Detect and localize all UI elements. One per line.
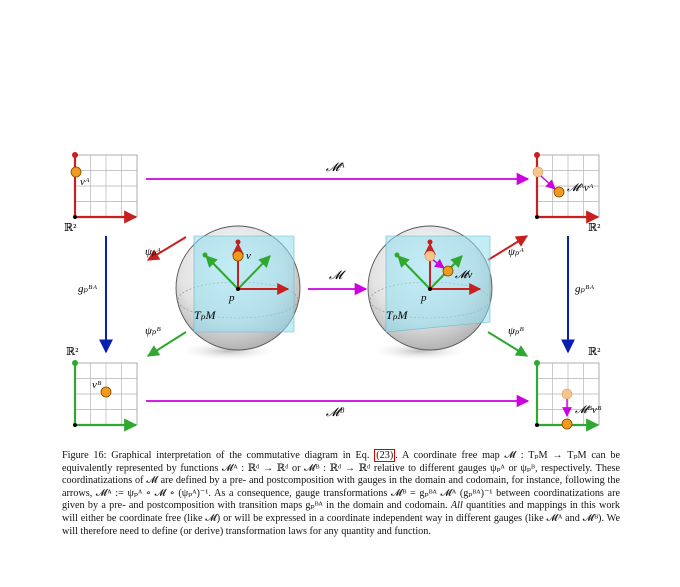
caption-emphasis: All xyxy=(450,500,463,512)
mapped-vector-point xyxy=(561,418,573,430)
equation-reference-link[interactable]: (23) xyxy=(374,449,396,462)
gauge-a-left-label: ψₚᴬ xyxy=(145,246,161,258)
mapped-vector-a-label: 𝓜ᴬvᴬ xyxy=(567,182,594,194)
commutative-diagram-figure: vᴬ ℝ² 𝓜ᴬvᴬ ℝ² vᴮ ℝ² xyxy=(64,152,602,432)
tangent-space-label: TₚM xyxy=(194,308,216,322)
grid-bottom-right: 𝓜ᴮvᴮ ℝ² xyxy=(534,346,602,432)
bottom-map-label: 𝓜ᴮ xyxy=(326,405,344,419)
mapped-vector-b-label: 𝓜ᴮvᴮ xyxy=(575,404,602,416)
tangent-space-label: TₚM xyxy=(386,308,408,322)
grid-bottom-left: vᴮ ℝ² xyxy=(66,346,138,432)
sphere-right: p 𝓜v TₚM xyxy=(367,225,493,361)
gauge-a-left-arrow xyxy=(146,236,187,261)
mapped-vector-label: 𝓜v xyxy=(455,269,472,281)
grid-top-left: vᴬ ℝ² xyxy=(64,152,138,234)
gauge-b-right-arrow xyxy=(487,331,529,357)
r2-label: ℝ² xyxy=(64,222,77,234)
gauge-b-left-arrow xyxy=(146,331,187,357)
vector-point xyxy=(100,386,112,398)
gauge-b-right-label: ψₚᴮ xyxy=(508,325,524,337)
gauge-a-right-arrow xyxy=(487,235,529,261)
gauge-a-right-label: ψₚᴬ xyxy=(508,246,524,258)
r2-label: ℝ² xyxy=(588,346,601,358)
figure-caption: Figure 16: Graphical interpretation of t… xyxy=(62,449,620,538)
middle-map-label: 𝓜 xyxy=(329,268,346,282)
vector-a-label: vᴬ xyxy=(80,176,90,188)
left-transition-label: gₚᴮᴬ xyxy=(78,283,98,295)
point-p-label: p xyxy=(420,292,427,304)
gauge-b-left-label: ψₚᴮ xyxy=(145,325,161,337)
r2-label: ℝ² xyxy=(66,346,79,358)
sphere-left: p v TₚM xyxy=(175,225,301,361)
r2-label: ℝ² xyxy=(588,222,601,234)
mapped-vector-point xyxy=(553,186,565,198)
vector-point xyxy=(70,166,82,178)
top-map-label: 𝓜ᴬ xyxy=(326,160,344,174)
point-p-label: p xyxy=(228,292,235,304)
right-transition-label: gₚᴮᴬ xyxy=(575,283,595,295)
vector-b-label: vᴮ xyxy=(92,379,102,391)
grid-top-right: 𝓜ᴬvᴬ ℝ² xyxy=(532,152,601,234)
vector-v-label: v xyxy=(246,250,251,262)
caption-part: . A coordinate free map 𝓜 : TₚM → TₚM ca… xyxy=(62,450,620,512)
caption-part: quantities and mappings in this work wil… xyxy=(62,500,620,537)
caption-part: Figure 16: Graphical interpretation of t… xyxy=(62,450,375,461)
